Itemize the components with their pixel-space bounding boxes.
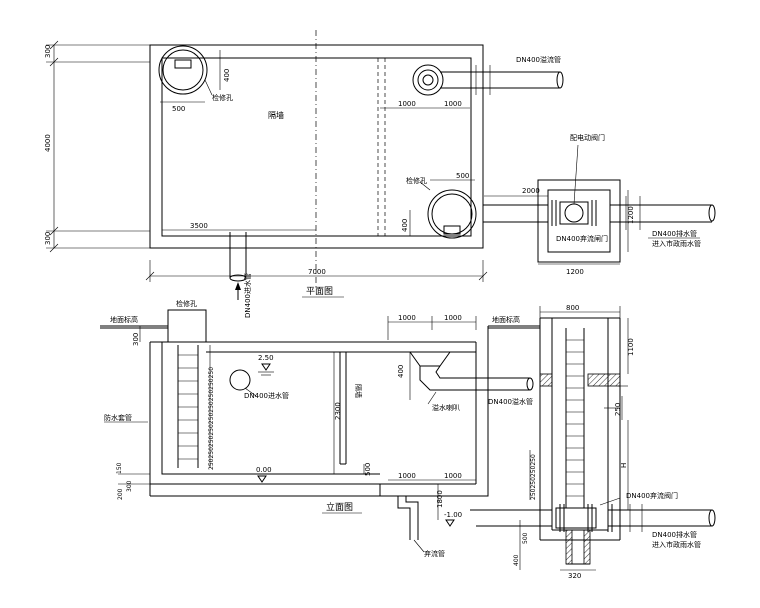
plan-dim-total: 7000 xyxy=(308,268,326,276)
section-elev-bottom: 0.00 xyxy=(256,466,272,474)
side-dim-800: 800 xyxy=(566,304,579,312)
side-drain-dest-label: 进入市政雨水管 xyxy=(652,540,701,549)
plan-partition-label: 隔墙 xyxy=(268,110,284,120)
side-shaft xyxy=(539,317,621,541)
section-manhole-shaft xyxy=(167,309,207,343)
section-manhole-label: 检修孔 xyxy=(176,299,197,308)
plan-dim-3500: 3500 xyxy=(190,222,208,230)
section-drain-pipe xyxy=(397,496,476,540)
section-dim-400: 400 xyxy=(397,365,405,378)
plan-dim-500-left: 500 xyxy=(172,105,185,113)
section-ladder: 250250250250250250250250250 xyxy=(177,345,215,470)
plan-valve-well xyxy=(483,179,716,263)
plan-view: 300 4000 300 隔墙 检修孔 500 400 xyxy=(44,30,716,318)
side-sump xyxy=(565,529,591,565)
plan-valve-note: 配电动阀门 xyxy=(570,133,605,142)
plan-valve-well-label: DN400弃流闸门 xyxy=(556,234,608,243)
section-drain-outlet-label: 弃流管 xyxy=(424,549,445,558)
plan-dim-4000: 4000 xyxy=(44,134,52,152)
plan-overflow-pipe-label: DN400溢流管 xyxy=(516,55,561,64)
plan-inlet-arrow xyxy=(235,282,241,300)
plan-dim-300-bottom: 300 xyxy=(44,232,52,245)
section-inlet-pipe-label: DN400进水管 xyxy=(244,391,289,400)
side-drain-pipe-label: DN400排水管 xyxy=(652,530,697,539)
section-overflow-inlet-label: 溢水喇叭 xyxy=(432,403,460,412)
section-inlet-pipe xyxy=(229,369,251,391)
section-dim-500: 500 xyxy=(364,463,372,476)
plan-manhole-left-label: 检修孔 xyxy=(212,93,233,102)
side-steps-dims: 250250250250 xyxy=(530,454,537,500)
plan-tank-outer xyxy=(149,44,484,249)
plan-dim-300-top: 300 xyxy=(44,45,52,58)
section-elev-low: -1.00 xyxy=(444,511,462,519)
plan-dim-400-left: 400 xyxy=(223,69,231,82)
plan-dim-400-right: 400 xyxy=(401,219,409,232)
section-partition-label: 隔墙 xyxy=(354,384,363,398)
plan-title: 平面图 xyxy=(306,286,333,297)
plan-dim-500-right: 500 xyxy=(456,172,469,180)
side-dim-500: 500 xyxy=(522,532,529,544)
section-water-level xyxy=(258,363,274,376)
plan-inlet-pipe xyxy=(224,232,252,282)
section-elev-bottom-marker xyxy=(257,475,267,483)
plan-drain-dest-label: 进入市政雨水管 xyxy=(652,239,701,248)
section-overflow-pipe-label: DN400溢水管 xyxy=(488,397,533,406)
plan-manhole-right-label: 检修孔 xyxy=(406,176,427,185)
section-dim-2300: 2300 xyxy=(334,402,342,420)
plan-partition-wall xyxy=(377,58,386,236)
svg-text:250250250250250250250250250: 250250250250250250250250250 xyxy=(208,367,215,470)
side-dim-400: 400 xyxy=(513,554,520,566)
section-ground-right-label: 地面标高 xyxy=(492,315,520,324)
side-view: 800 xyxy=(513,304,716,580)
section-dim-1000a: 1000 xyxy=(398,314,416,322)
section-waterproof-label: 防水套管 xyxy=(104,413,132,422)
plan-dim-1200-bottom: 1200 xyxy=(566,268,584,276)
section-dim-1000d: 1000 xyxy=(444,472,462,480)
side-drain-pipe xyxy=(608,504,716,532)
side-ladder xyxy=(565,328,585,508)
plan-overflow-manhole xyxy=(412,64,444,96)
plan-inlet-pipe-label: DN400进水管 xyxy=(243,273,252,318)
plan-dim-2000: 2000 xyxy=(522,187,540,195)
plan-manhole-right xyxy=(427,189,477,239)
plan-tank-inner xyxy=(161,57,472,237)
side-dim-h: H xyxy=(620,463,628,468)
section-tank-walls xyxy=(149,326,489,497)
side-valve-label: DN400弃流阀门 xyxy=(626,491,678,500)
plan-dim-1200-side: 1200 xyxy=(627,206,635,224)
side-dim-320: 320 xyxy=(568,572,581,580)
plan-overflow-pipe xyxy=(440,65,564,95)
section-dim-1000b: 1000 xyxy=(444,314,462,322)
section-dim-300b: 300 xyxy=(126,480,133,492)
side-dim-250: 250 xyxy=(614,403,622,416)
section-dim-200: 200 xyxy=(117,488,124,500)
side-dim-1100: 1100 xyxy=(627,338,635,356)
section-elev-top: 2.50 xyxy=(258,354,274,362)
section-title: 立面图 xyxy=(326,501,353,513)
section-ground-left-label: 地面标高 xyxy=(110,315,138,324)
side-valve xyxy=(555,504,613,532)
section-dim-1800: 1800 xyxy=(436,490,444,508)
section-dim-1000c: 1000 xyxy=(398,472,416,480)
plan-manhole-left xyxy=(158,45,208,95)
section-dim-150: 150 xyxy=(116,462,123,474)
plan-left-dims: 300 4000 300 xyxy=(44,40,150,253)
section-partition xyxy=(339,352,347,465)
section-dim-300: 300 xyxy=(132,333,140,346)
plan-dim-1000b: 1000 xyxy=(444,100,462,108)
plan-drain-pipe-label: DN400排水管 xyxy=(652,229,697,238)
plan-dim-1000a: 1000 xyxy=(398,100,416,108)
section-view: 地面标高 地面标高 检修孔 xyxy=(100,299,552,558)
section-overflow-horn xyxy=(409,351,534,391)
section-elev-low-marker xyxy=(445,519,455,527)
